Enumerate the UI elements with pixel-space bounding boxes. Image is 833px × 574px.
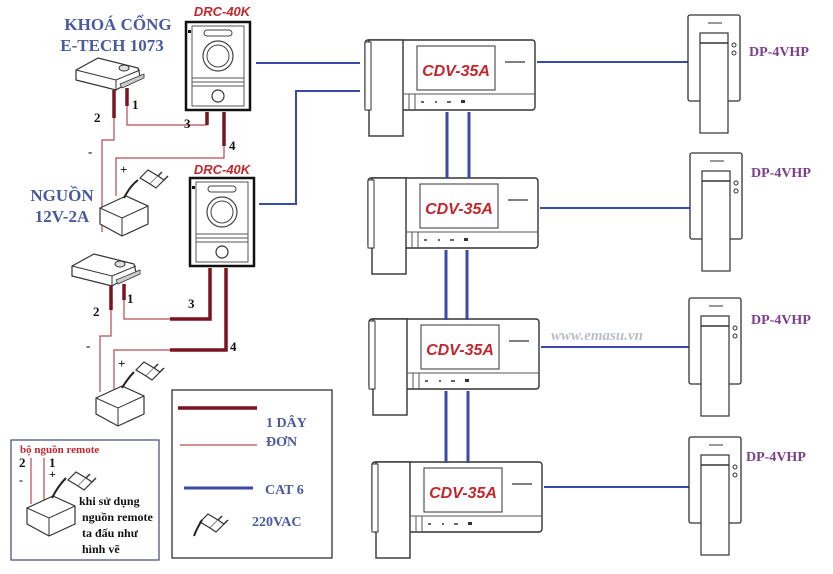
remote-box-title: bộ nguồn remote	[20, 444, 99, 456]
monitor-3-icon	[368, 318, 540, 416]
monitor-2-label: CDV-35A	[425, 201, 493, 218]
remote-note-line3: ta đấu như	[82, 526, 139, 540]
terminal-2-label-2: 2	[93, 304, 100, 319]
terminal-4-label: 4	[229, 138, 236, 153]
subphone-2-label: DP-4VHP	[751, 166, 811, 181]
gate-lock-label-line1: KHOÁ CỔNG	[64, 14, 171, 34]
monitor-1-icon	[364, 39, 536, 137]
wire-3-bottom	[170, 268, 212, 321]
power-label-line2: 12V-2A	[35, 207, 90, 226]
door-station-2-icon	[188, 176, 256, 268]
subphone-4-label: DP-4VHP	[746, 450, 806, 465]
terminal-3-label: 3	[184, 116, 191, 131]
cat6-monitor1-to-monitor2	[445, 112, 471, 178]
remote-note-line4: hình vẽ	[82, 542, 120, 556]
minus-sign-2: -	[86, 338, 90, 353]
cat6-door2-to-monitor1	[259, 90, 360, 205]
subphone-3-label: DP-4VHP	[751, 313, 811, 328]
wire-minus-2	[99, 310, 112, 392]
wire-1-run	[126, 106, 207, 126]
plus-sign-2: +	[118, 356, 125, 371]
legend-single-wire-line1: 1 DÂY	[266, 414, 307, 431]
gate-lock-label-line2: E-TECH 1073	[60, 36, 163, 55]
legend-box	[171, 389, 333, 559]
terminal-1-label-2: 1	[127, 291, 134, 306]
remote-terminal-1: 1	[49, 455, 56, 470]
wire-1-run-2	[123, 300, 170, 320]
wire-plus-1	[115, 146, 225, 196]
wire-plus-2	[113, 349, 170, 390]
gate-lock-2-icon	[71, 253, 141, 287]
remote-plus: +	[49, 467, 56, 481]
terminal-2-label: 2	[94, 110, 101, 125]
monitor-4-label: CDV-35A	[429, 485, 497, 502]
plug-2-icon	[135, 361, 165, 381]
remote-terminal-2: 2	[19, 455, 26, 470]
door-station-2-label: DRC-40K	[194, 162, 252, 177]
power-adapter-2-icon	[95, 385, 145, 427]
wire-4-bottom	[170, 268, 228, 352]
subphone-2-icon	[689, 152, 743, 272]
monitor-4-icon	[371, 461, 543, 559]
door-station-1-label: DRC-40K	[194, 4, 252, 19]
gate-lock-1-icon	[75, 57, 145, 91]
plug-1-icon	[139, 169, 169, 189]
wire-minus-1	[101, 118, 115, 232]
minus-sign-1: -	[88, 144, 92, 159]
power-label-line1: NGUỒN	[30, 185, 94, 205]
terminal-4-label-2: 4	[230, 339, 237, 354]
subphone-4-icon	[688, 436, 742, 556]
remote-note-line1: khi sử dụng	[79, 494, 140, 508]
terminal-1-label: 1	[132, 97, 139, 112]
terminal-3-label-2: 3	[188, 296, 195, 311]
monitor-3-label: CDV-35A	[426, 342, 494, 359]
plus-sign-1: +	[120, 162, 127, 177]
power-adapter-1-icon	[99, 195, 149, 237]
door-station-1-icon	[184, 20, 252, 112]
legend-cat6-label: CAT 6	[265, 483, 304, 498]
subphone-3-icon	[688, 297, 742, 417]
remote-note-line2: nguồn remote	[82, 510, 153, 524]
subphone-1-icon	[687, 14, 741, 134]
remote-wires	[30, 458, 45, 504]
subphone-1-label: DP-4VHP	[749, 45, 809, 60]
legend-single-wire-line2: ĐƠN	[266, 435, 297, 450]
watermark: www.emasu.vn	[551, 328, 643, 344]
remote-minus: -	[19, 473, 23, 487]
cat6-monitor2-to-monitor3	[444, 250, 469, 320]
cat6-monitor3-to-monitor4	[444, 391, 470, 463]
legend-ac-label: 220VAC	[252, 515, 302, 530]
monitor-1-label: CDV-35A	[422, 63, 490, 80]
monitor-2-icon	[367, 177, 539, 275]
remote-power-box	[10, 439, 160, 561]
